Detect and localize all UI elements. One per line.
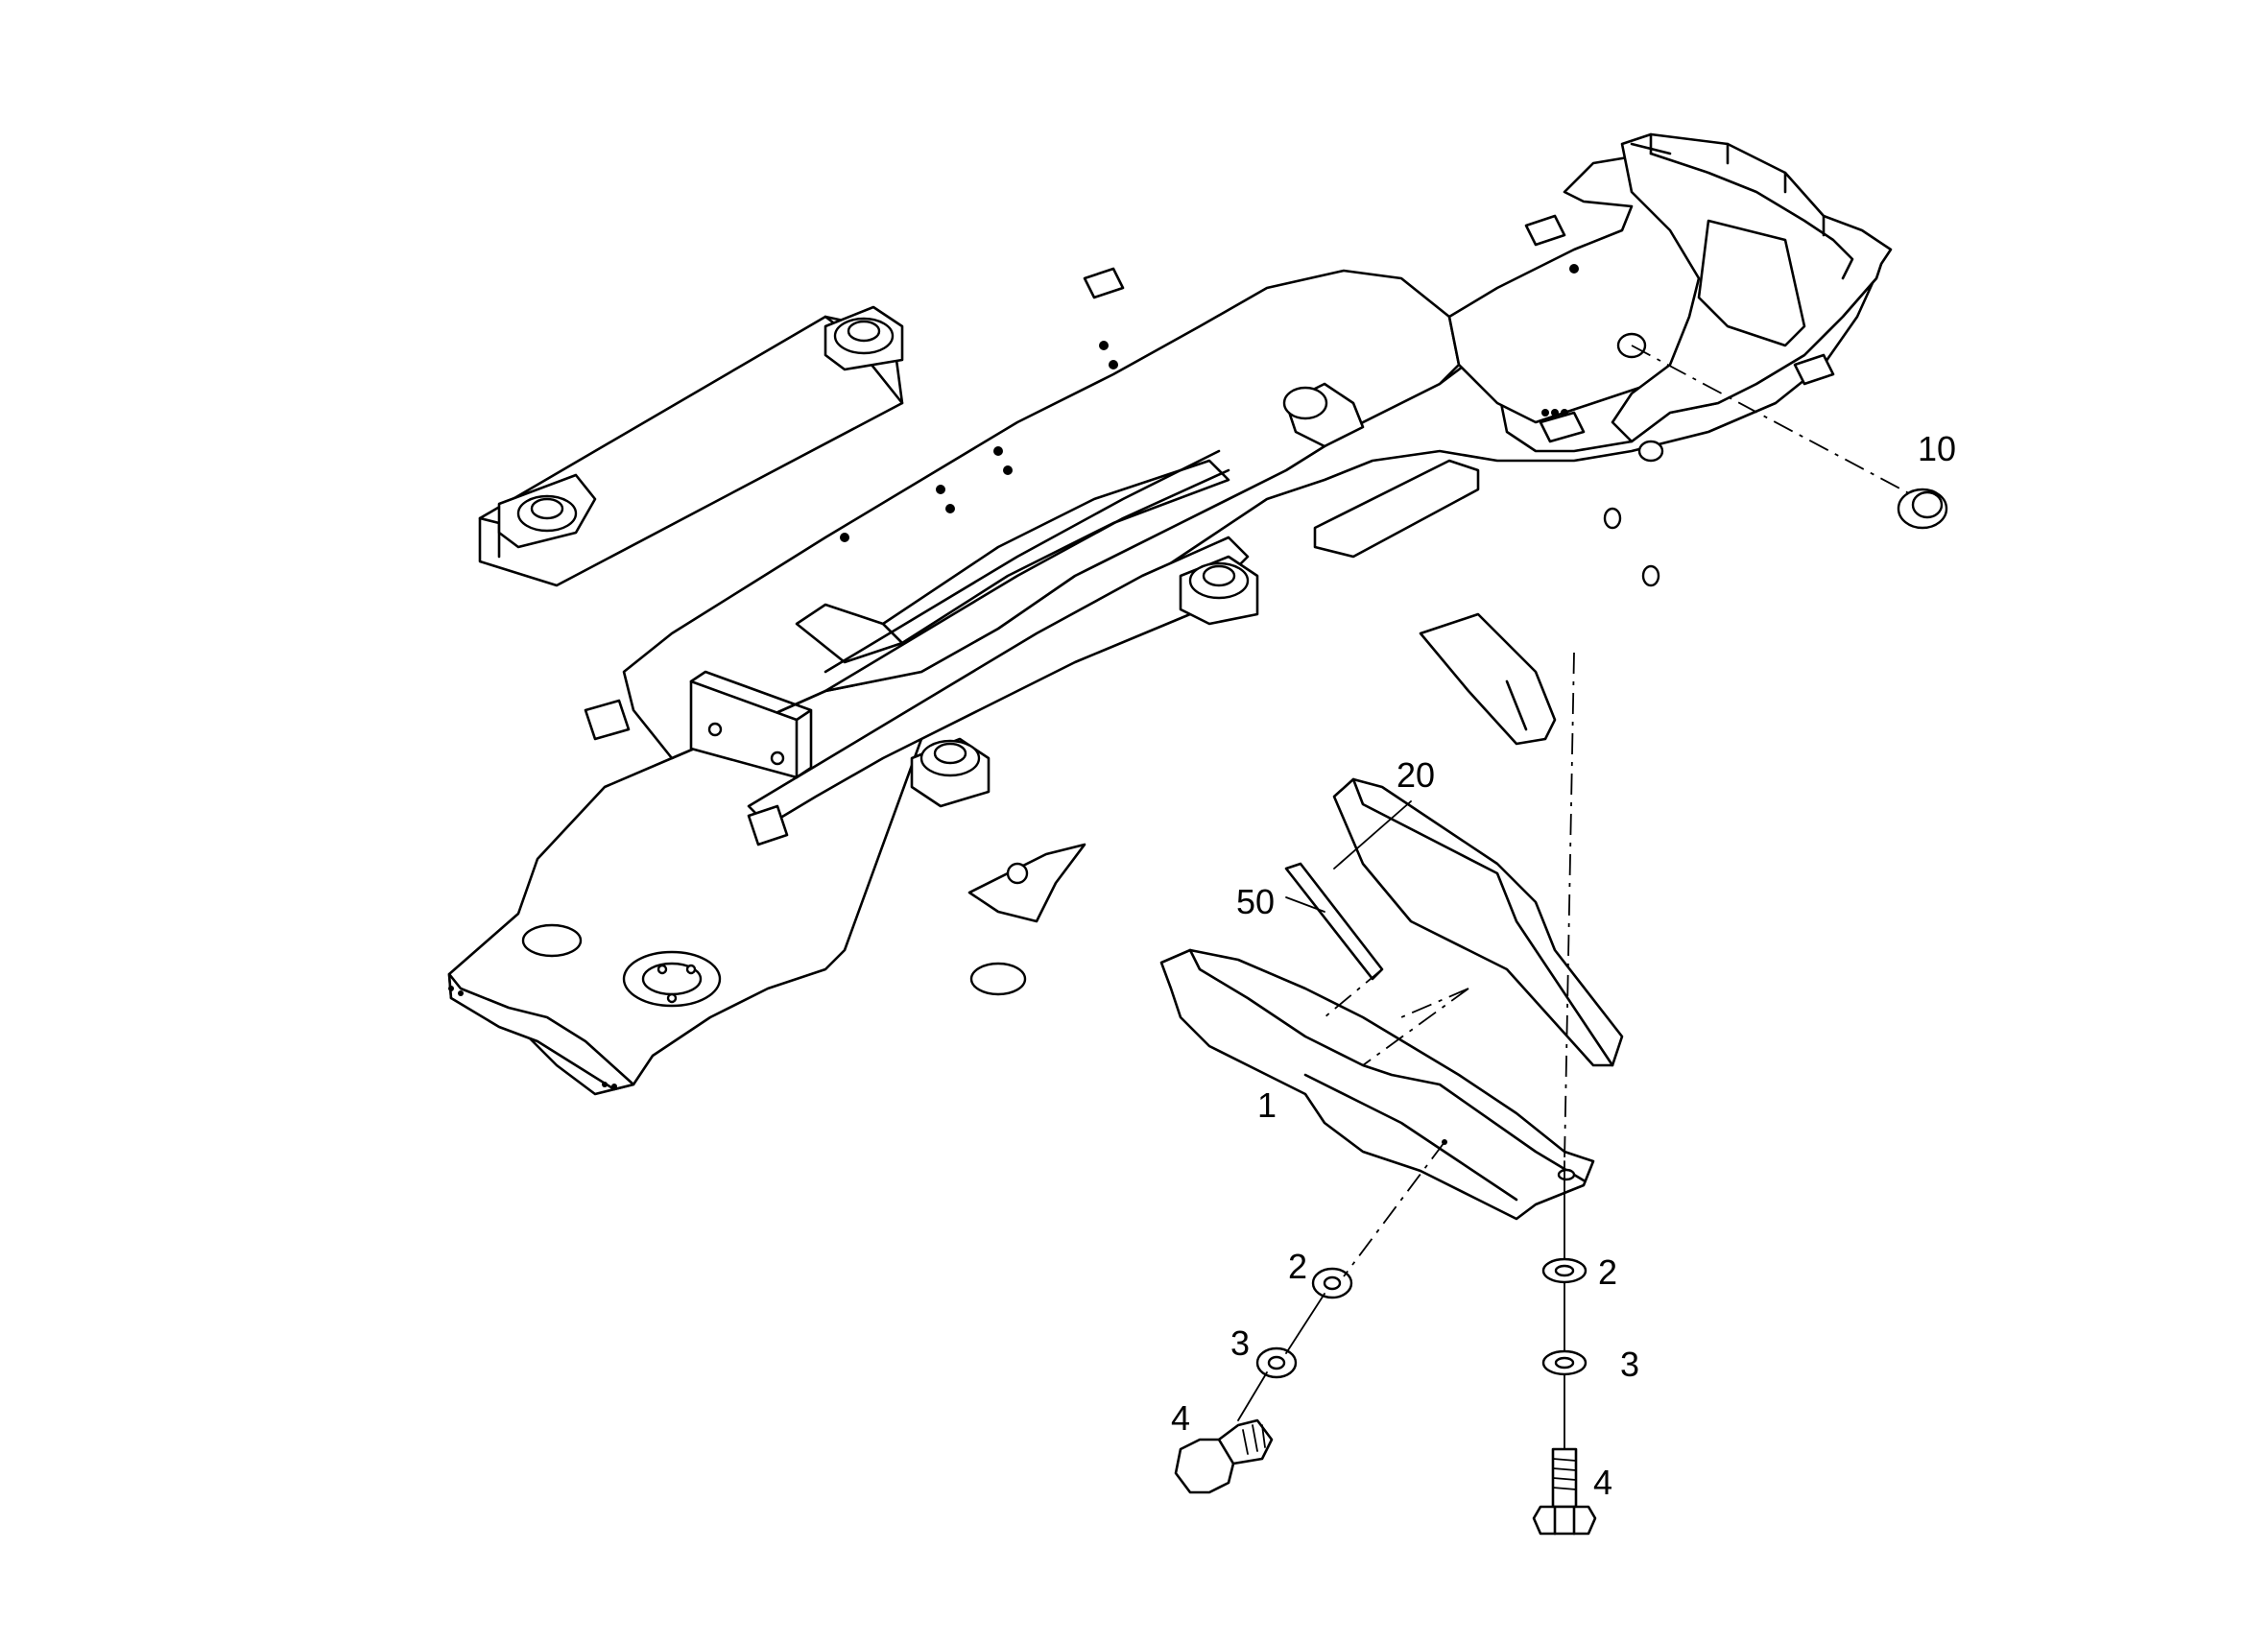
- frame-top-beam: [622, 269, 1461, 760]
- callout-10: 10: [1918, 429, 1957, 468]
- frame-flat-bar: [1313, 459, 1480, 559]
- frame-crossbar: [881, 459, 1230, 645]
- hardware-left: [1174, 1267, 1353, 1494]
- part-10-plug: [1897, 488, 1948, 530]
- frame-left-base: [447, 972, 635, 1091]
- part-1-guard: [1159, 948, 1595, 1221]
- callout-50: 50: [1236, 882, 1276, 921]
- assembly-lines: [1237, 345, 1921, 1450]
- callout-4-right: 4: [1593, 1463, 1613, 1502]
- frame-rear-hanger: [1419, 612, 1557, 746]
- frame-inner-rails: [824, 449, 1230, 693]
- part-50-strip: [1284, 862, 1384, 981]
- part-20-plate: [1332, 777, 1624, 1067]
- callout-3-right: 3: [1620, 1345, 1640, 1384]
- frame-rear-box-inner: [1649, 152, 1854, 347]
- frame-rear-box: [1611, 132, 1893, 443]
- callout-2-left: 2: [1288, 1247, 1308, 1286]
- callout-2-right: 2: [1598, 1252, 1618, 1292]
- callout-1: 1: [1257, 1085, 1277, 1125]
- callout-3-left: 3: [1230, 1323, 1251, 1363]
- frame-bracket: [967, 843, 1086, 923]
- callout-4-left: 4: [1171, 1398, 1191, 1438]
- main-frame: [447, 132, 1893, 1096]
- callout-20: 20: [1397, 755, 1436, 795]
